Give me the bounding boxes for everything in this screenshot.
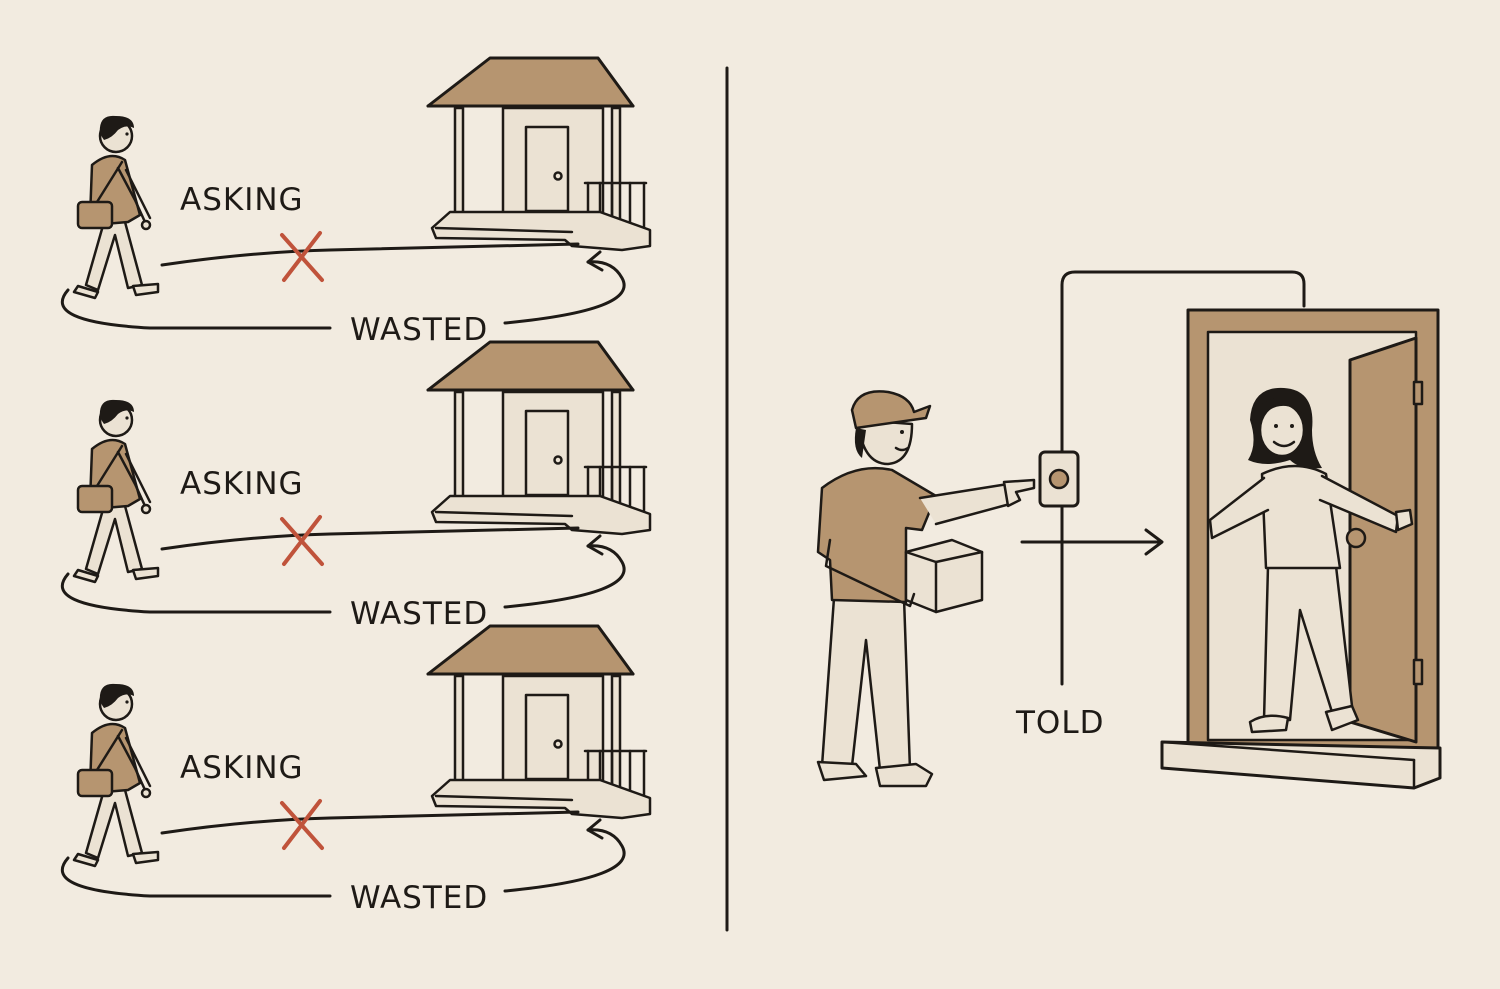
walking-person-icon (72, 114, 160, 300)
asking-row-1: ASKING WASTED (61, 56, 652, 348)
doorbell-wire (1060, 270, 1306, 454)
asking-label: ASKING (180, 466, 304, 502)
x-mark-icon (280, 231, 324, 282)
house-icon (426, 56, 652, 252)
x-mark-icon (280, 515, 324, 566)
package-icon (904, 538, 984, 614)
arrow-right-icon (1020, 528, 1164, 556)
walking-person-icon (72, 398, 160, 584)
asking-row-2: ASKING WASTED (61, 340, 652, 632)
asking-label: ASKING (180, 182, 304, 218)
wasted-label: WASTED (350, 312, 488, 348)
x-mark-icon (280, 799, 324, 850)
asking-row-3: ASKING WASTED (61, 624, 652, 916)
house-icon (426, 624, 652, 820)
told-label: TOLD (1015, 705, 1104, 741)
asking-label: ASKING (180, 750, 304, 786)
left-panel: ASKING WASTED ASKING WASTED (61, 56, 652, 916)
woman-icon (1208, 387, 1414, 734)
walking-person-icon (72, 682, 160, 868)
wasted-label: WASTED (350, 596, 488, 632)
delivery-person-icon (816, 390, 1036, 788)
wasted-label: WASTED (350, 880, 488, 916)
right-panel: TOLD (816, 270, 1442, 790)
doorbell-icon (1038, 450, 1080, 508)
house-icon (426, 340, 652, 536)
